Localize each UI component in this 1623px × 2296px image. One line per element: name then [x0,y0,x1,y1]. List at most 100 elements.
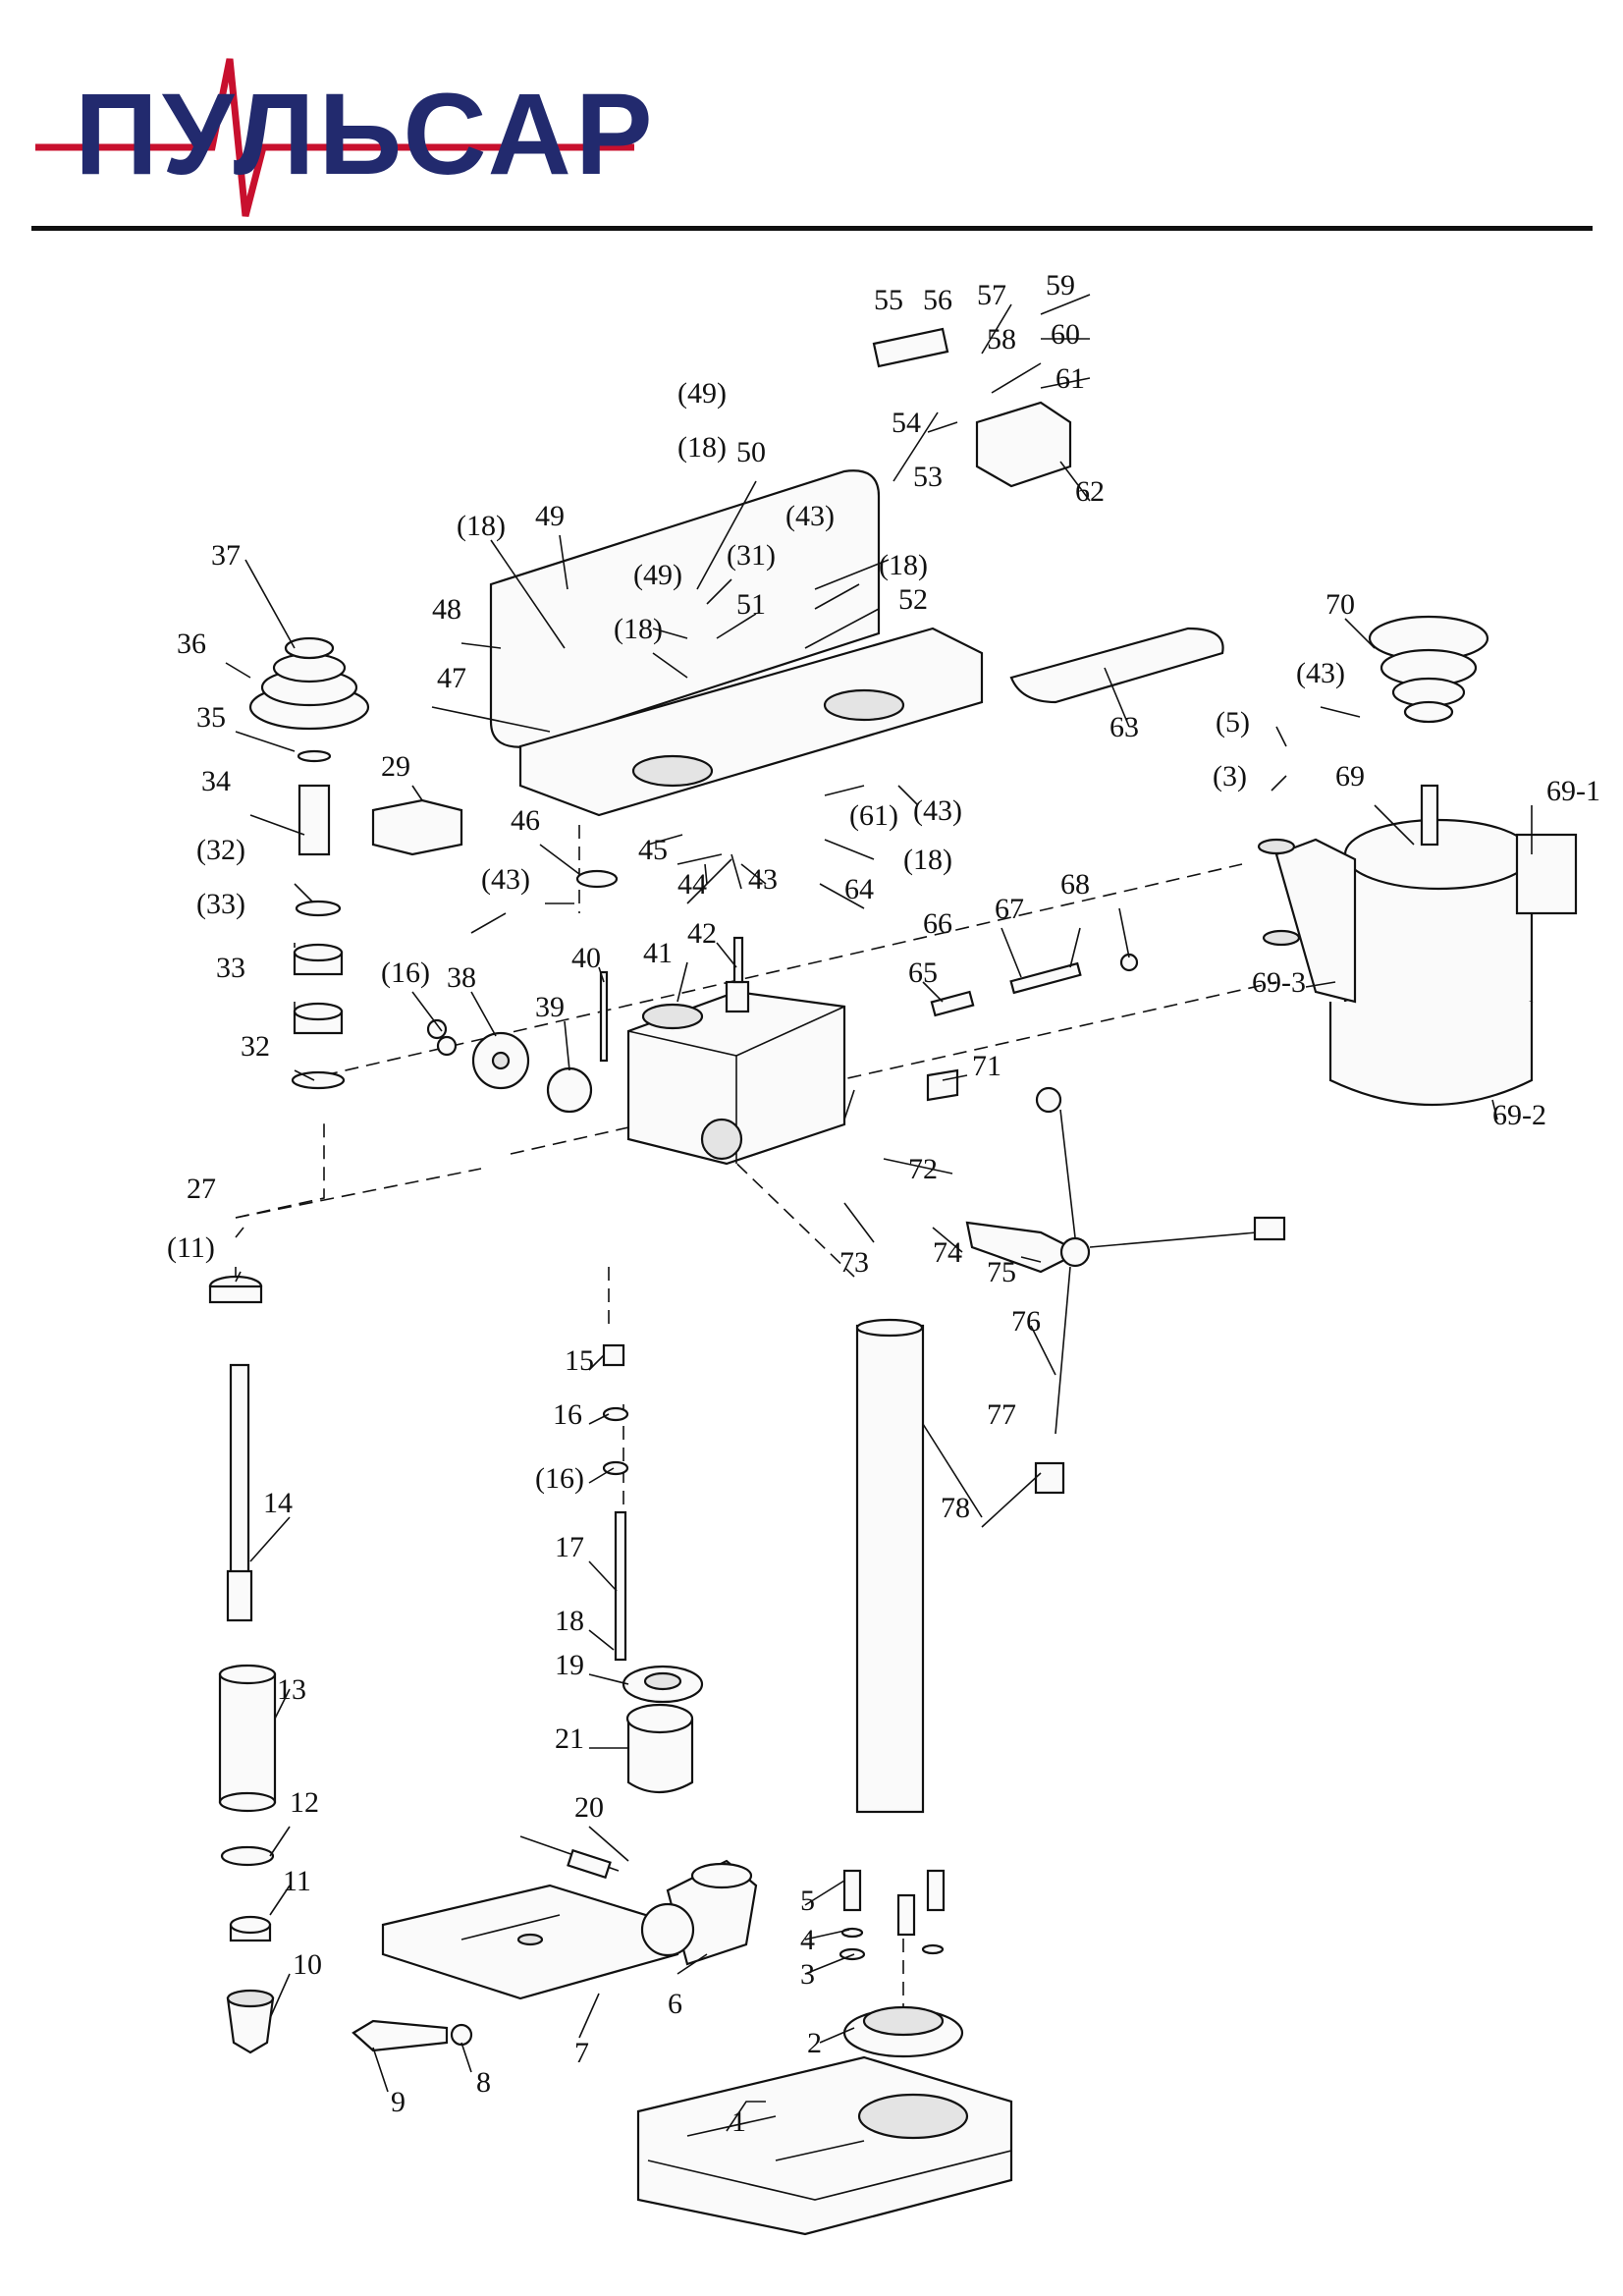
part-34-pulley-hub [298,784,331,856]
callout-43-ref-d: (43) [1296,657,1345,689]
part-9-lock-bolt [352,2019,473,2052]
part-76-handles [1034,1086,1286,1495]
callout-39: 39 [535,991,565,1023]
part-39-spring [546,1066,593,1114]
callout-61: 61 [1055,362,1085,395]
part-69-motor [1343,818,1578,1023]
leader-lines [225,294,1533,2132]
part-56-plate [872,327,949,368]
callout-56: 56 [923,284,952,316]
part-21-collar [625,1703,694,1793]
part-63-belt [1009,627,1224,704]
part-32-circlips [291,749,346,1090]
callout-29: 29 [381,750,410,783]
part-42-spring [725,936,750,1013]
part-17-shaft [614,1510,627,1662]
part-46-grommet [575,869,619,889]
part-14-spindle [226,1363,253,1622]
part-11-bearing [208,1275,272,1942]
callout-4: 4 [800,1924,815,1956]
part-62-switch-box [975,401,1072,488]
callout-2: 2 [807,2027,822,2059]
callout-31: (31) [727,539,776,572]
part-41-head [626,990,846,1166]
callout-33: 33 [216,952,245,984]
callout-53: 53 [913,461,943,493]
callout-54: 54 [892,407,921,439]
callout-58: 58 [987,323,1016,355]
callout-12: 12 [290,1786,319,1819]
callout-73: 73 [839,1246,869,1279]
callout-21: 21 [555,1722,584,1755]
part-16-nut-left [426,1018,458,1057]
part-38-spring-cover [471,1031,530,1090]
callout-69-3: 69-3 [1252,966,1306,999]
callout-20: 20 [574,1791,604,1824]
callout-43-ref-c: (43) [785,500,835,532]
callout-62: 62 [1075,475,1105,508]
callout-49: 49 [535,500,565,532]
callout-27: 27 [187,1173,216,1205]
callout-38: 38 [447,961,476,994]
callout-55: 55 [874,284,903,316]
callout-67: 67 [995,893,1024,925]
part-5-bolts [839,1869,946,1961]
callout-51: 51 [736,588,766,621]
callout-1: 1 [731,2105,746,2138]
part-37-spindle-pulley [248,636,370,731]
callout-14: 14 [263,1487,293,1519]
callout-75: 75 [987,1256,1016,1288]
callout-48: 48 [432,593,461,626]
callout-18-ref-d: (18) [879,549,928,581]
callout-69-1: 69-1 [1546,775,1600,807]
callout-47: 47 [437,662,466,694]
callout-69-2: 69-2 [1492,1099,1546,1131]
callout-72: 72 [908,1153,938,1185]
callout-36: 36 [177,628,206,660]
callout-65: 65 [908,957,938,989]
part-10-chuck [226,1989,275,2054]
callout-71: 71 [972,1050,1001,1082]
part-7-table [381,1884,679,2000]
callout-77: 77 [987,1398,1016,1431]
callout-13: 13 [277,1673,306,1706]
callout-labels: 1 2 3 4 5 6 7 8 9 10 11 (11) 12 13 14 15… [167,269,1600,2138]
callout-78: 78 [941,1492,970,1524]
callout-66: 66 [923,907,952,940]
brand-wordmark: ПУЛЬСАР [75,70,657,199]
callout-16-ref-b: (16) [381,957,430,989]
part-69-2-motor-end [1328,1002,1534,1106]
callout-74: 74 [933,1236,962,1269]
part-13-quill [218,1664,277,1813]
callout-63: 63 [1109,711,1139,743]
callout-11-ref: (11) [167,1231,215,1264]
callout-43-ref-a: (43) [481,863,530,896]
callout-16-ref-a: (16) [535,1462,584,1495]
callout-5-ref: (5) [1216,706,1250,738]
callout-17: 17 [555,1531,584,1563]
callout-69: 69 [1335,760,1365,793]
part-2-column-flange [842,2005,964,2058]
callout-6: 6 [668,1988,682,2020]
callout-33-ref: (33) [196,888,245,920]
callout-5: 5 [800,1885,815,1917]
part-70-motor-pulley [1368,615,1489,847]
part-48-belt-guard [489,469,984,817]
callout-3-ref: (3) [1213,760,1247,793]
callout-70: 70 [1325,588,1355,621]
brand-logo: ПУЛЬСАР [35,49,654,226]
callout-44: 44 [677,868,707,901]
part-1-base [636,2055,1013,2236]
callout-57: 57 [977,279,1006,311]
callout-35: 35 [196,701,226,734]
callout-3: 3 [800,1958,815,1991]
callout-18-ref-e: (18) [903,844,952,876]
callout-43: 43 [748,863,778,896]
callout-16: 16 [553,1398,582,1431]
part-78-column [855,1318,925,1814]
part-12-ring [220,1845,275,1867]
callout-76: 76 [1011,1305,1041,1338]
callout-37: 37 [211,539,241,572]
part-75-feed-hub [965,1221,1091,1274]
